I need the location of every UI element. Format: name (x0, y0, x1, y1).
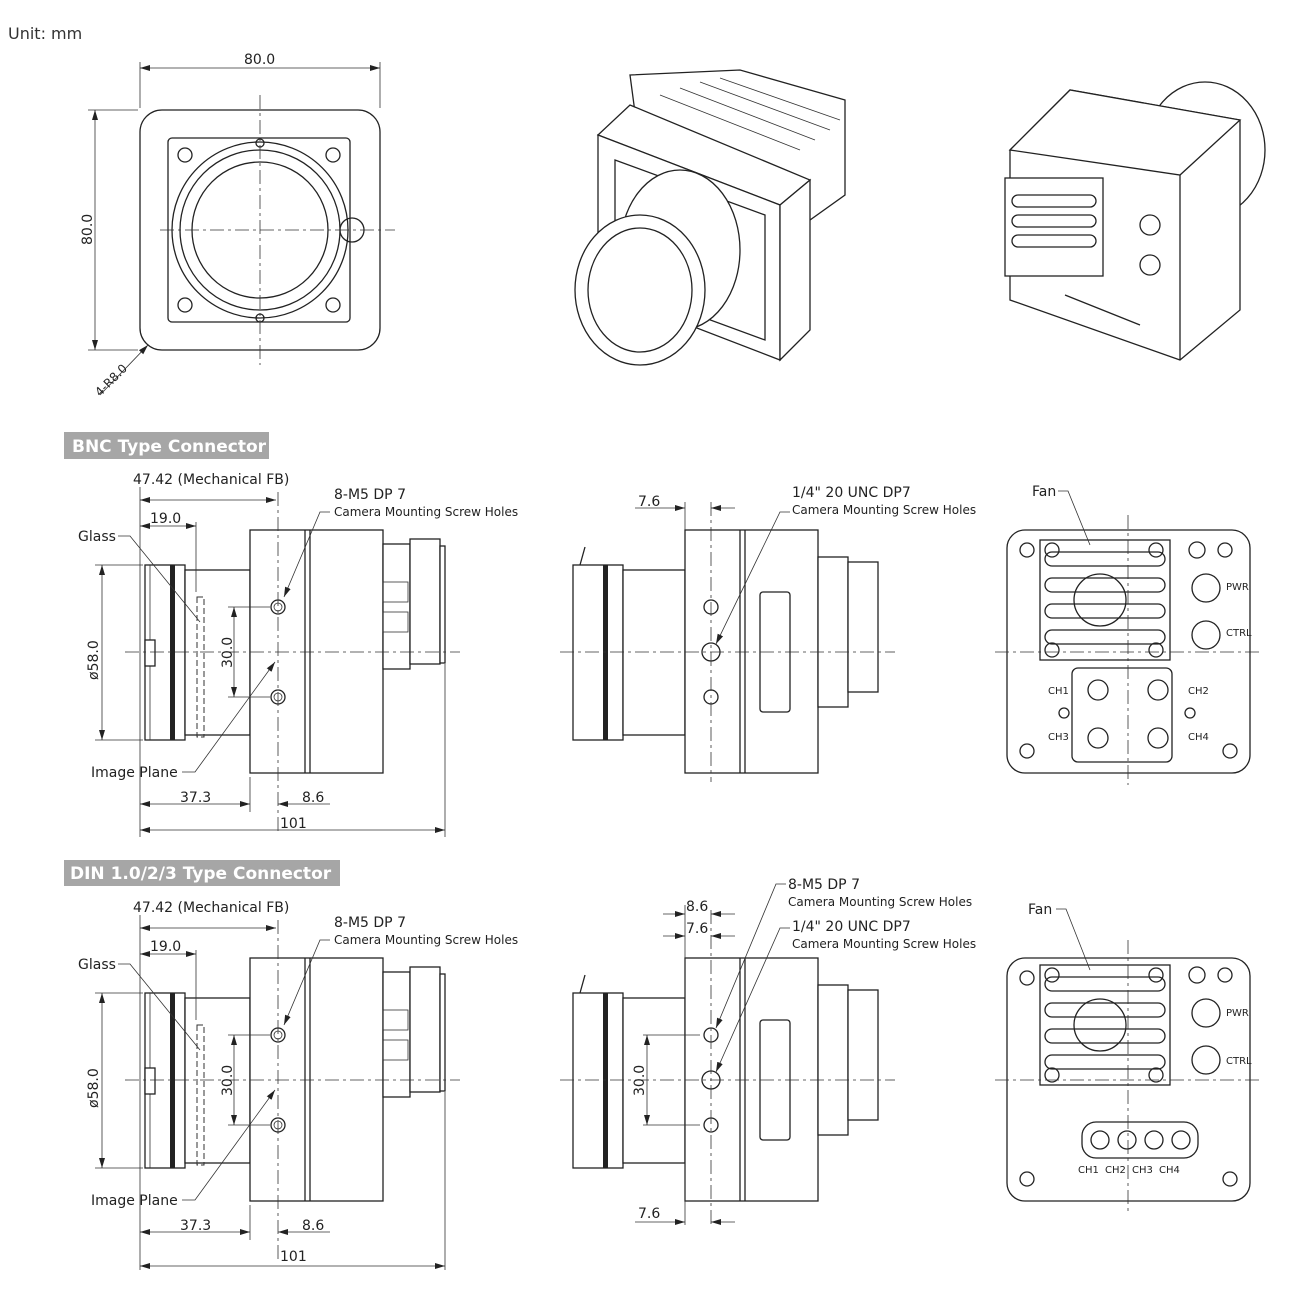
din-section-header (64, 860, 340, 886)
din-screw-spec-label: 8-M5 DP 7 (334, 915, 406, 931)
ch2-label: CH2 (1188, 686, 1209, 697)
unc-screw-desc: Camera Mounting Screw Holes (792, 503, 976, 517)
din-image-plane-label: Image Plane (91, 1193, 178, 1209)
front-view (88, 62, 395, 396)
bnc-section-header (64, 432, 269, 459)
din-hole-pitch-dimension: 30.0 (220, 1065, 236, 1096)
din-side-view (95, 915, 460, 1270)
din-ch1-label: CH1 (1078, 1165, 1099, 1176)
din-section-title: DIN 1.0/2/3 Type Connector (70, 864, 332, 884)
bnc-section-title: BNC Type Connector (72, 437, 267, 457)
din-screw-desc-label: Camera Mounting Screw Holes (334, 933, 518, 947)
hole-pitch-dimension: 30.0 (220, 637, 236, 668)
diameter-dimension: ø58.0 (86, 640, 102, 680)
din-fan-label: Fan (1028, 902, 1052, 918)
screw-spec-label: 8-M5 DP 7 (334, 487, 406, 503)
din-unc-screw-spec: 1/4" 20 UNC DP7 (792, 919, 911, 935)
bnc-side-view (95, 487, 460, 837)
din-hole-pitch-2: 30.0 (632, 1065, 648, 1096)
mechanical-fb-dimension: 47.42 (Mechanical FB) (133, 472, 289, 488)
din-m5-screw-spec: 8-M5 DP 7 (788, 877, 860, 893)
din-ch2-label: CH2 (1105, 1165, 1126, 1176)
width-dimension: 80.0 (244, 52, 275, 68)
ctrl-label: CTRL (1226, 628, 1252, 639)
glass-label: Glass (78, 529, 116, 545)
front-length-dimension: 37.3 (180, 790, 211, 806)
din-ctrl-label: CTRL (1226, 1056, 1252, 1067)
din-diameter-dimension: ø58.0 (86, 1068, 102, 1108)
din-side-view-2 (560, 883, 895, 1225)
pwr-label: PWR (1226, 582, 1249, 593)
din-rear-view (995, 908, 1262, 1212)
isometric-view-rear (1004, 81, 1266, 361)
ch4-label: CH4 (1188, 732, 1209, 743)
total-length-dimension: 101 (280, 816, 307, 832)
radius-dimension: 4-R8.0 (92, 361, 130, 399)
din-offset-top2: 7.6 (686, 921, 708, 937)
unc-screw-spec: 1/4" 20 UNC DP7 (792, 485, 911, 501)
din-offset-bottom: 7.6 (638, 1206, 660, 1222)
glass-distance-dimension: 19.0 (150, 511, 181, 527)
ch1-label: CH1 (1048, 686, 1069, 697)
din-mechanical-fb-dimension: 47.42 (Mechanical FB) (133, 900, 289, 916)
offset-dimension: 7.6 (638, 494, 660, 510)
screw-desc-label: Camera Mounting Screw Holes (334, 505, 518, 519)
din-pwr-label: PWR (1226, 1008, 1249, 1019)
unit-label: Unit: mm (8, 24, 82, 43)
fan-label: Fan (1032, 484, 1056, 500)
din-offset-top1: 8.6 (686, 899, 708, 915)
bnc-rear-view (995, 490, 1262, 785)
image-plane-label: Image Plane (91, 765, 178, 781)
hole-offset-dimension: 8.6 (302, 790, 324, 806)
din-m5-screw-desc: Camera Mounting Screw Holes (788, 895, 972, 909)
din-ch4-label: CH4 (1159, 1165, 1180, 1176)
height-dimension: 80.0 (80, 214, 96, 245)
din-total-length-dimension: 101 (280, 1249, 307, 1265)
din-ch3-label: CH3 (1132, 1165, 1153, 1176)
din-glass-label: Glass (78, 957, 116, 973)
bnc-side-view-2 (560, 502, 895, 782)
ch3-label: CH3 (1048, 732, 1069, 743)
isometric-view-front (574, 69, 846, 366)
din-glass-distance-dimension: 19.0 (150, 939, 181, 955)
din-unc-screw-desc: Camera Mounting Screw Holes (792, 937, 976, 951)
din-hole-offset-dimension: 8.6 (302, 1218, 324, 1234)
din-front-length-dimension: 37.3 (180, 1218, 211, 1234)
